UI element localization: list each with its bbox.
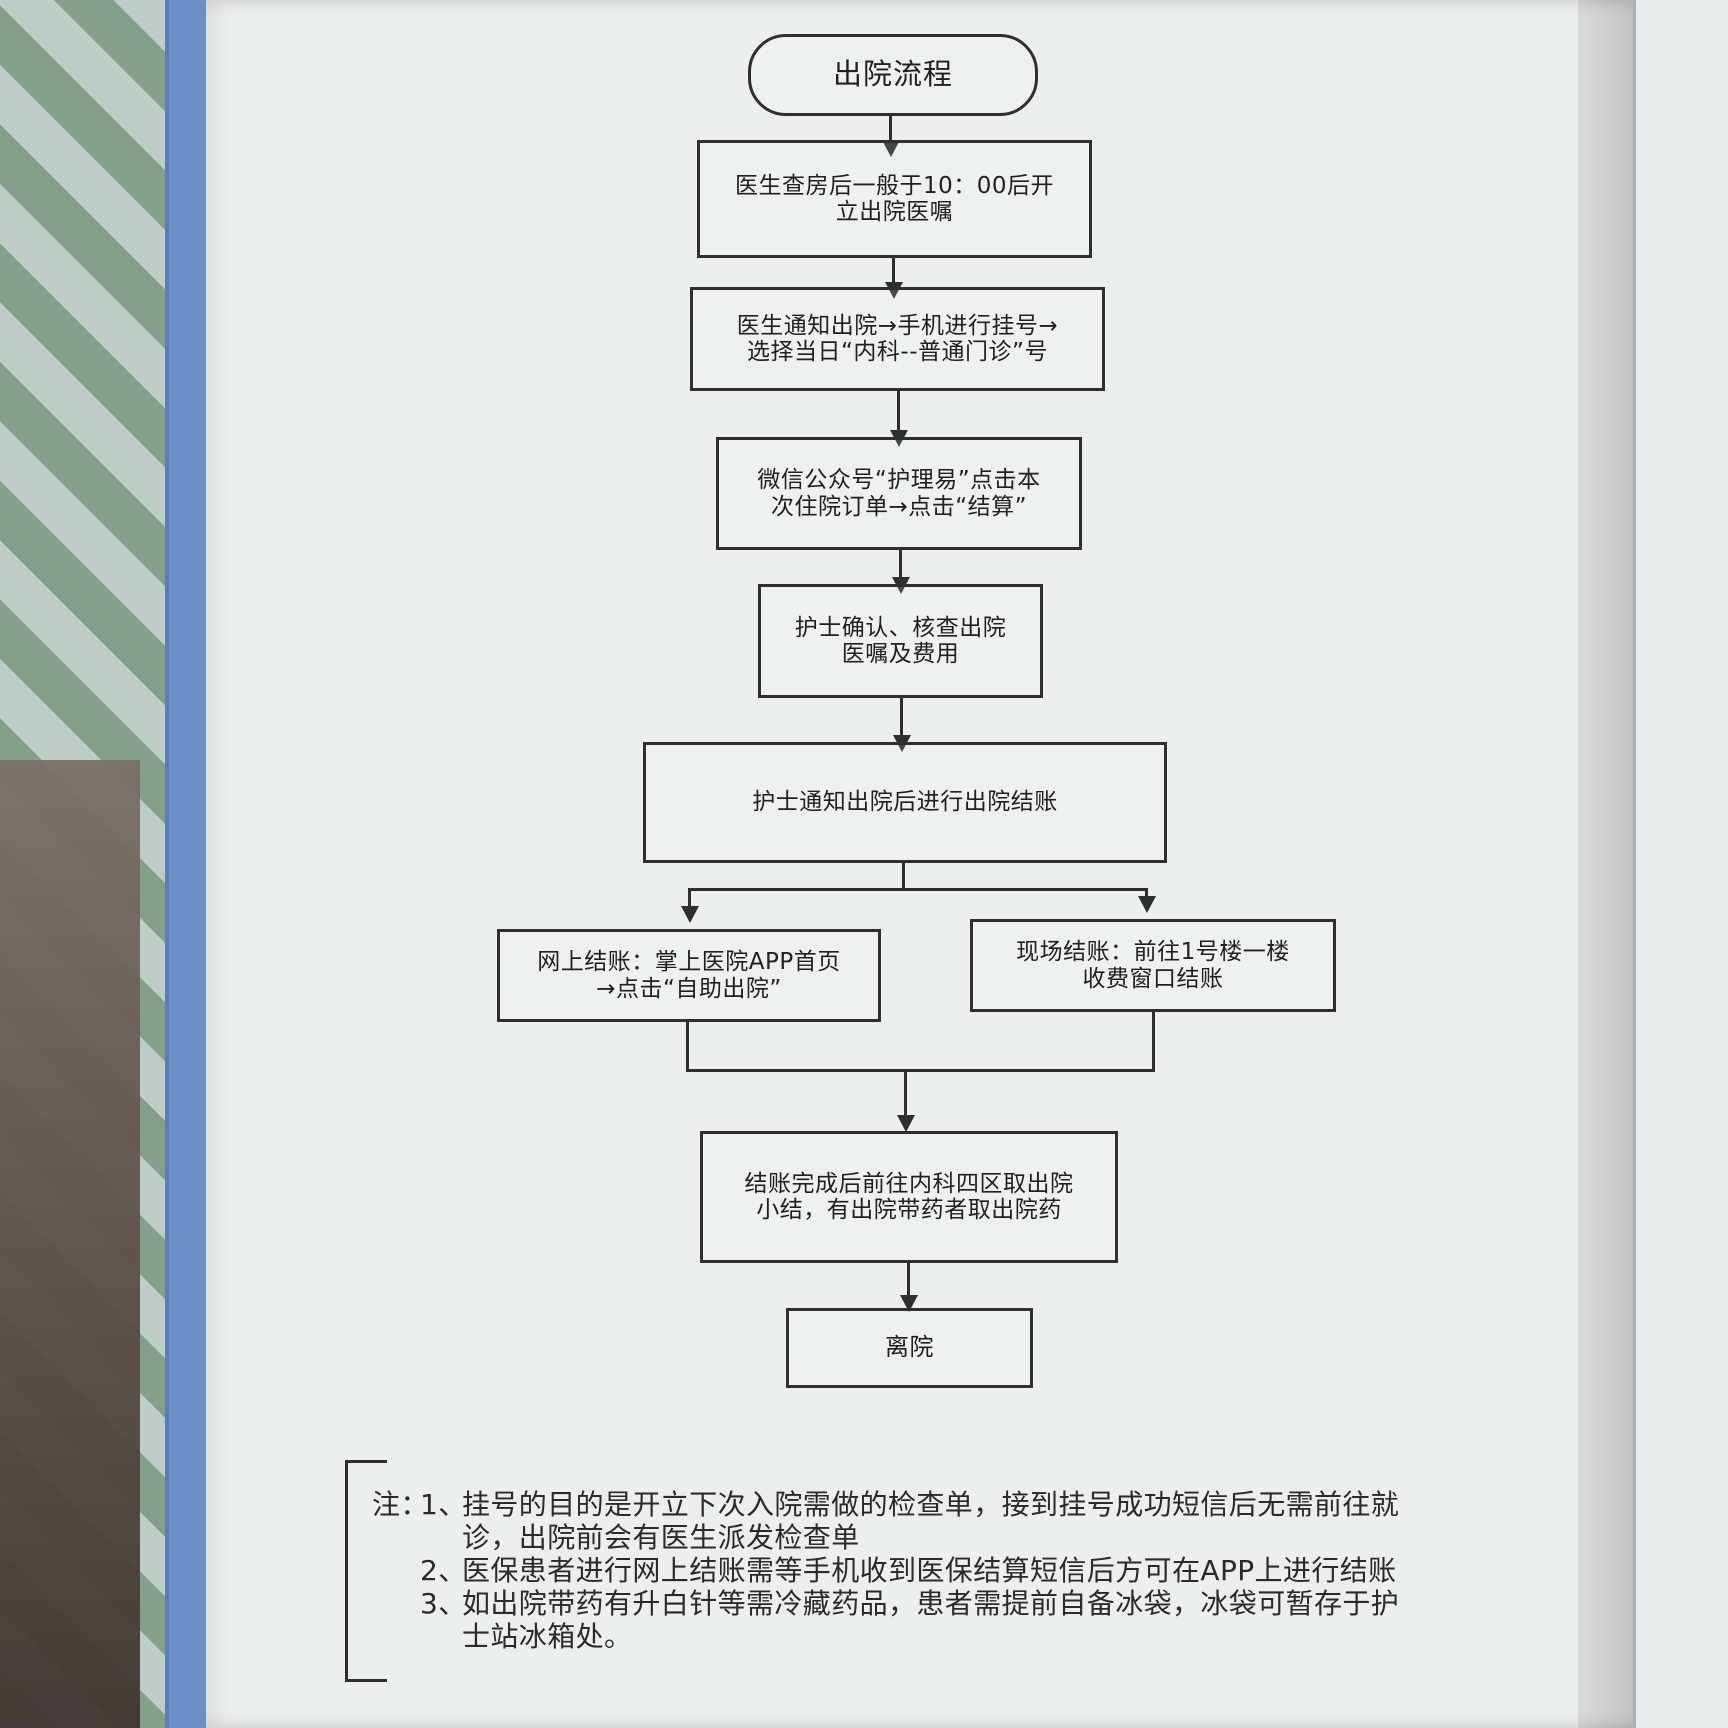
- step-nurse-verify: 护士确认、核查出院 医嘱及费用: [758, 584, 1043, 698]
- flowchart-title: 出院流程: [748, 34, 1038, 116]
- step-discharge-checkout: 护士通知出院后进行出院结账: [643, 742, 1167, 863]
- note-number: 1、: [420, 1488, 467, 1521]
- connector-step4-step5: [900, 698, 903, 741]
- step-doctor-discharge-order: 医生查房后一般于10：00后开 立出院医嘱: [697, 140, 1092, 258]
- note-item-3: 3、 如出院带药有升白针等需冷藏药品，患者需提前自备冰袋，冰袋可暂存于护 士站冰…: [420, 1587, 1492, 1653]
- arrow-after-checkout-end: [900, 1295, 918, 1312]
- connector-split-horizontal: [688, 888, 1148, 891]
- connector-merge-right: [1152, 1012, 1155, 1072]
- note-number: 2、: [420, 1554, 467, 1588]
- connector-title-step1: [889, 116, 892, 144]
- connector-step1-step2: [892, 258, 895, 286]
- step-leave-hospital: 离院: [786, 1308, 1033, 1388]
- note-text: 如出院带药有升白针等需冷藏药品，患者需提前自备冰袋，冰袋可暂存于护 士站冰箱处。: [462, 1587, 1400, 1654]
- arrow-merge-after-checkout: [897, 1115, 915, 1132]
- step-registration: 医生通知出院→手机进行挂号→ 选择当日“内科--普通门诊”号: [690, 287, 1105, 391]
- adjacent-page-edge: [1633, 0, 1728, 1728]
- connector-merge-horizontal: [686, 1069, 1155, 1072]
- step-after-checkout: 结账完成后前往内科四区取出院 小结，有出院带药者取出院药: [700, 1131, 1118, 1263]
- notes-bracket: [345, 1460, 387, 1682]
- notes-section: 注： 1、 挂号的目的是开立下次入院需做的检查单，接到挂号成功短信后无需前往就 …: [372, 1488, 1492, 1653]
- arrow-title-step1: [882, 140, 900, 157]
- note-item-2: 2、 医保患者进行网上结账需等手机收到医保结算短信后方可在APP上进行结账: [420, 1554, 1492, 1587]
- connector-merge-left: [686, 1022, 689, 1072]
- note-text: 挂号的目的是开立下次入院需做的检查单，接到挂号成功短信后无需前往就 诊，出院前会…: [462, 1488, 1400, 1555]
- branch-online-checkout: 网上结账：掌上医院APP首页 →点击“自助出院”: [497, 929, 881, 1022]
- step-wechat-settlement: 微信公众号“护理易”点击本 次住院订单→点击“结算”: [716, 437, 1082, 550]
- arrow-step1-step2: [885, 282, 903, 299]
- paper-sheet: [206, 0, 1666, 1728]
- connector-split-vertical: [902, 863, 905, 891]
- note-number: 3、: [420, 1587, 467, 1621]
- background-wood: [0, 760, 140, 1728]
- connector-step3-step4: [899, 550, 902, 583]
- connector-step2-step3: [897, 391, 900, 436]
- arrow-branch-onsite: [1138, 896, 1156, 913]
- note-text: 医保患者进行网上结账需等手机收到医保结算短信后方可在APP上进行结账: [462, 1554, 1397, 1588]
- branch-onsite-checkout: 现场结账：前往1号楼一楼 收费窗口结账: [970, 919, 1336, 1012]
- connector-split-left: [688, 888, 691, 910]
- note-item-1: 注： 1、 挂号的目的是开立下次入院需做的检查单，接到挂号成功短信后无需前往就 …: [372, 1488, 1492, 1554]
- connector-split-right: [1145, 888, 1148, 900]
- connector-merge-down: [904, 1069, 907, 1121]
- connector-after-checkout-end: [907, 1263, 910, 1301]
- arrow-branch-online: [681, 906, 699, 923]
- notes-prefix: 注：: [372, 1488, 429, 1521]
